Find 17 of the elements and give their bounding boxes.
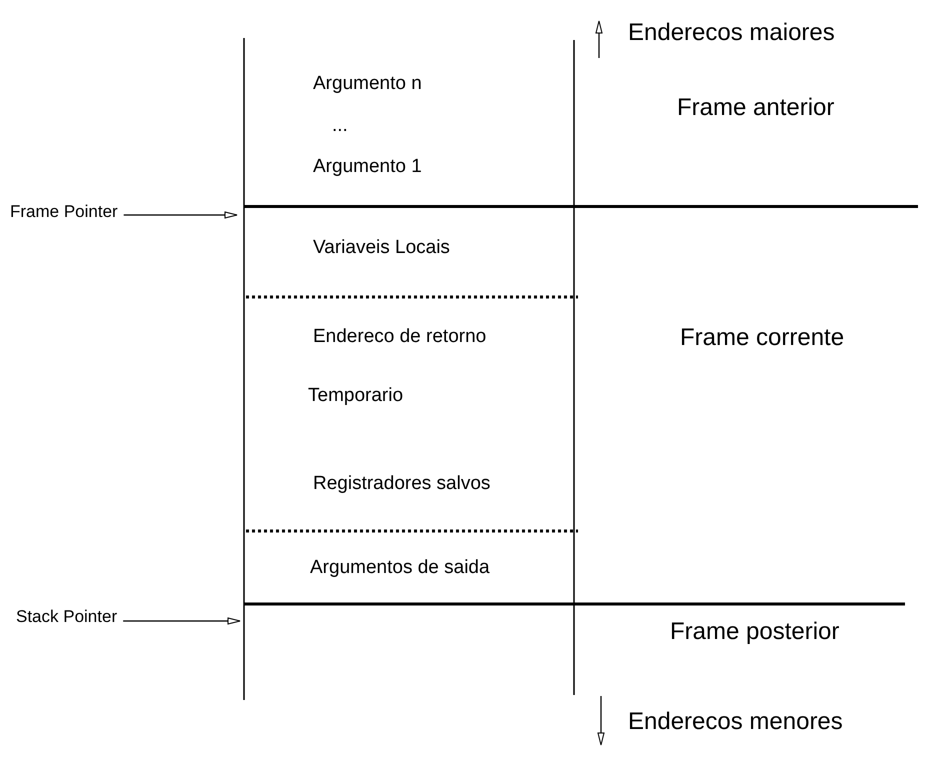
address-direction-label: Enderecos menores	[628, 710, 843, 734]
pointer-label: Frame Pointer	[10, 203, 118, 220]
frame-name-label: Frame corrente	[680, 326, 844, 350]
pointer-arrow	[123, 618, 240, 624]
stack-entry-label: Argumentos de saida	[310, 558, 490, 577]
address-direction-label: Enderecos maiores	[628, 21, 835, 45]
stack-entry-label: Registradores salvos	[313, 474, 490, 493]
pointer-arrow	[124, 212, 238, 218]
stack-entry-label: Argumento n	[313, 74, 422, 93]
pointer-label: Stack Pointer	[16, 608, 118, 625]
frame-name-label: Frame anterior	[677, 96, 834, 120]
stack-entry-label: Variaveis Locais	[313, 238, 450, 257]
stack-entry-label: Temporario	[308, 386, 404, 405]
frame-name-label: Frame posterior	[670, 620, 840, 644]
stack-entry-label: Endereco de retorno	[313, 327, 486, 346]
ellipsis-label: ...	[332, 116, 348, 135]
stack-entry-label: Argumento 1	[313, 157, 422, 176]
